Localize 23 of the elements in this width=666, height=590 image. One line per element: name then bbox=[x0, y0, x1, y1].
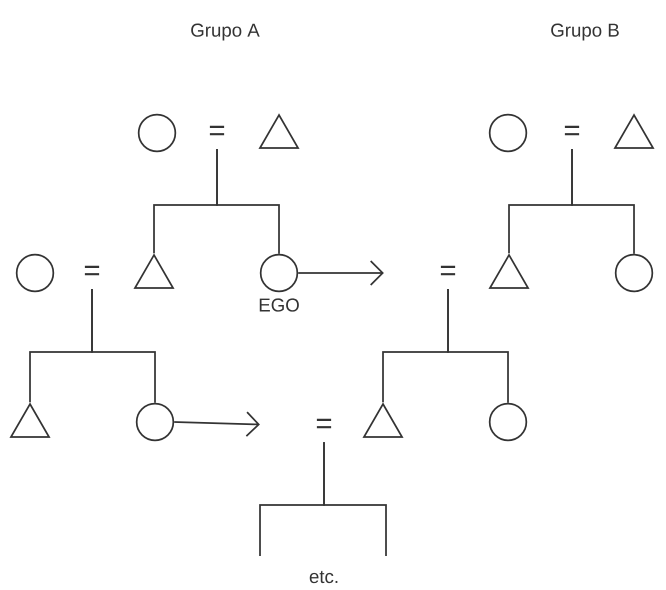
female-circle bbox=[614, 254, 654, 292]
female-circle bbox=[488, 114, 528, 152]
female-circle bbox=[136, 402, 174, 442]
group-label: Grupo B bbox=[551, 24, 619, 40]
equals-sign: = bbox=[440, 266, 456, 276]
female-circle bbox=[16, 254, 54, 292]
equals-sign: = bbox=[210, 126, 224, 136]
group-label: Grupo A bbox=[191, 24, 260, 40]
descent-line bbox=[216, 149, 280, 254]
descent-line bbox=[571, 149, 635, 254]
node-caption: EGO bbox=[260, 298, 299, 312]
equals-sign: = bbox=[84, 266, 100, 276]
female-circle bbox=[138, 114, 176, 152]
continuation-label: etc. bbox=[310, 570, 338, 584]
descent-line bbox=[447, 289, 509, 403]
equals-sign: = bbox=[564, 126, 580, 136]
female-circle bbox=[260, 254, 298, 292]
descent-line bbox=[91, 289, 156, 403]
arrow bbox=[298, 260, 384, 286]
descent-line bbox=[323, 442, 387, 556]
arrow bbox=[174, 412, 260, 437]
equals-sign: = bbox=[316, 418, 332, 428]
female-circle bbox=[488, 402, 528, 442]
